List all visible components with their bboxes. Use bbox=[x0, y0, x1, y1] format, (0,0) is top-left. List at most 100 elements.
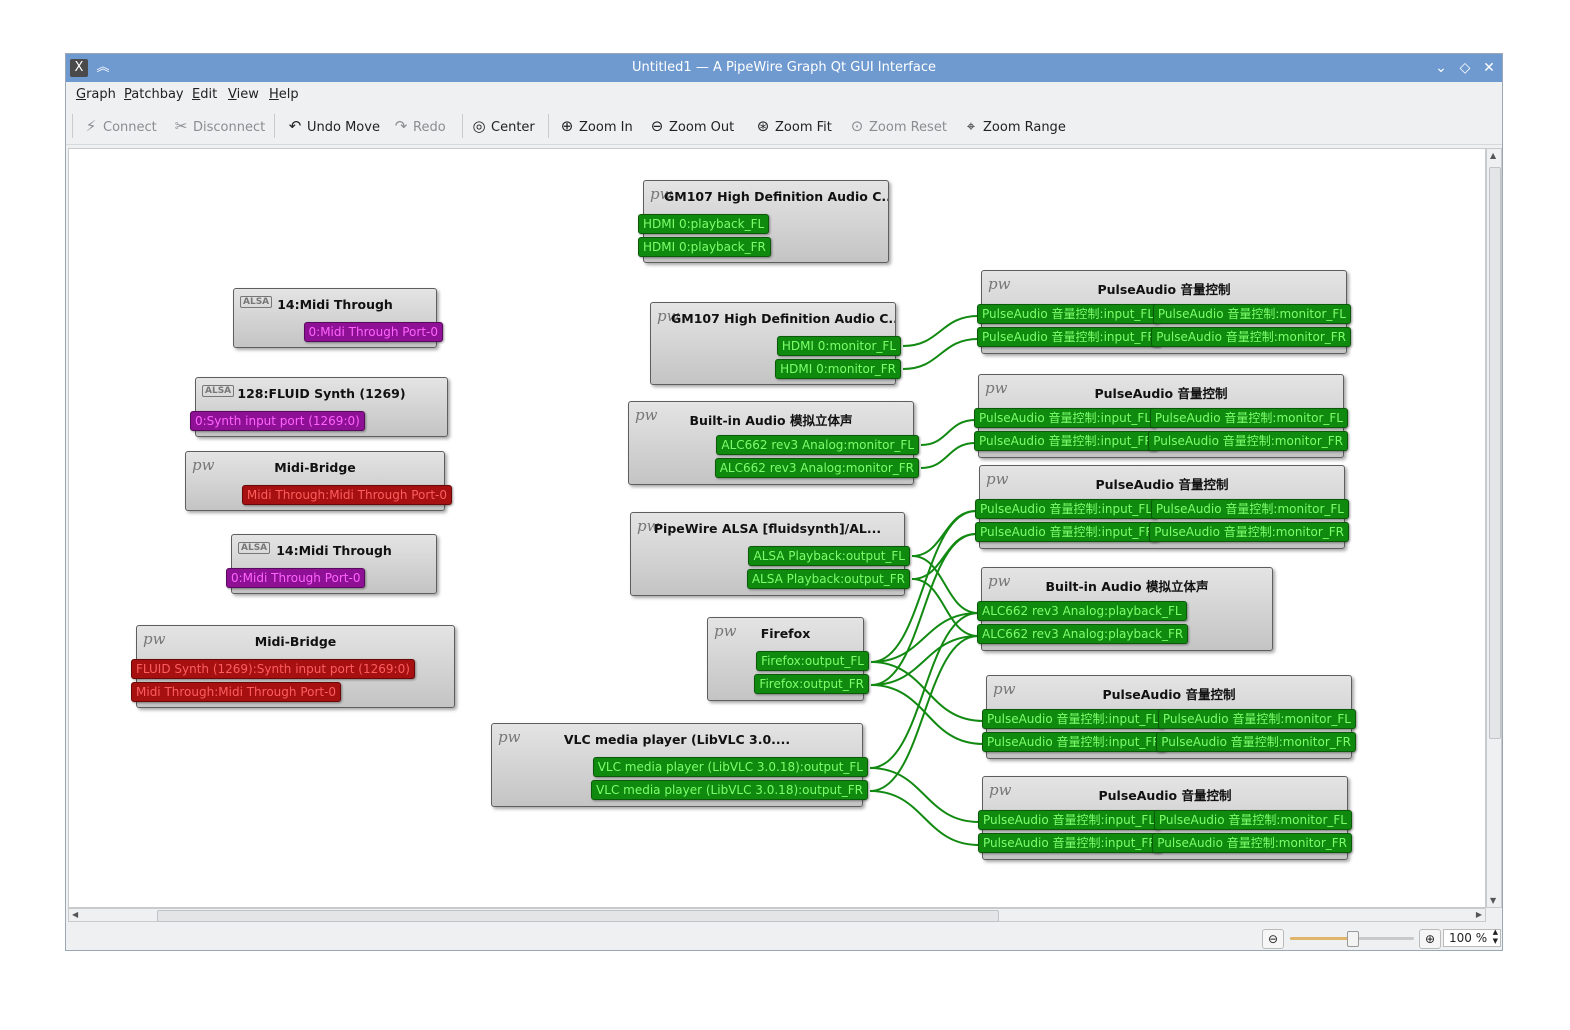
input-port[interactable]: PulseAudio 音量控制:input_FL bbox=[978, 810, 1161, 830]
spin-arrows-icon[interactable]: ▲▼ bbox=[1492, 928, 1498, 945]
output-port[interactable]: PulseAudio 音量控制:monitor_FR bbox=[1151, 327, 1351, 347]
input-port[interactable]: 0:Synth input port (1269:0) bbox=[190, 411, 365, 431]
connection-wire[interactable] bbox=[870, 635, 979, 686]
title-bar[interactable]: X ︽ Untitled1 — A PipeWire Graph Qt GUI … bbox=[66, 54, 1502, 82]
disconnect-button[interactable]: ✂Disconnect bbox=[172, 117, 266, 135]
minimize-icon[interactable]: ⌄ bbox=[1435, 60, 1447, 76]
node-midi-bridge-2[interactable]: pw Midi-Bridge FLUID Synth (1269):Synth … bbox=[131, 625, 455, 708]
node-midi-through-2[interactable]: ALSA 14:Midi Through 0:Midi Through Port… bbox=[226, 534, 437, 594]
output-port[interactable]: Firefox:output_FL bbox=[756, 651, 869, 671]
connection-wire[interactable] bbox=[869, 767, 980, 823]
output-port[interactable]: PulseAudio 音量控制:monitor_FL bbox=[1153, 810, 1352, 830]
node-midi-bridge-1[interactable]: pw Midi-Bridge Midi Through:Midi Through… bbox=[185, 451, 452, 511]
zoom-in-button[interactable]: ⊕Zoom In bbox=[558, 117, 633, 135]
connection-wire[interactable] bbox=[870, 684, 984, 745]
vertical-scrollbar[interactable]: ▲ ▼ bbox=[1486, 148, 1502, 908]
input-port[interactable]: HDMI 0:playback_FL bbox=[638, 214, 770, 234]
input-port[interactable]: ALC662 rev3 Analog:playback_FR bbox=[977, 624, 1189, 644]
node-midi-through-1[interactable]: ALSA 14:Midi Through 0:Midi Through Port… bbox=[233, 288, 443, 348]
output-port[interactable]: PulseAudio 音量控制:monitor_FL bbox=[1157, 709, 1356, 729]
input-port[interactable]: PulseAudio 音量控制:input_FR bbox=[978, 833, 1162, 853]
node-pulseaudio-2[interactable]: pw PulseAudio 音量控制 PulseAudio 音量控制:input… bbox=[974, 374, 1348, 458]
vertical-scroll-thumb[interactable] bbox=[1489, 167, 1501, 739]
connection-wire[interactable] bbox=[870, 510, 977, 663]
input-port[interactable]: PulseAudio 音量控制:input_FR bbox=[977, 327, 1161, 347]
node-pulseaudio-1[interactable]: pw PulseAudio 音量控制 PulseAudio 音量控制:input… bbox=[977, 270, 1351, 354]
input-port[interactable]: HDMI 0:playback_FR bbox=[638, 237, 771, 257]
output-port[interactable]: PulseAudio 音量控制:monitor_FR bbox=[1149, 522, 1349, 542]
input-port[interactable]: Midi Through:Midi Through Port-0 bbox=[131, 682, 342, 702]
output-port[interactable]: ALC662 rev3 Analog:monitor_FL bbox=[716, 435, 919, 455]
scroll-up-icon[interactable]: ▲ bbox=[1490, 151, 1497, 160]
connection-wire[interactable] bbox=[902, 315, 979, 347]
undo-move-button[interactable]: ↶Undo Move bbox=[286, 117, 380, 135]
output-port[interactable]: Midi Through:Midi Through Port-0 bbox=[241, 485, 452, 505]
connection-wire[interactable] bbox=[911, 510, 977, 557]
node-vlc[interactable]: pw VLC media player (LibVLC 3.0.... VLC … bbox=[491, 723, 868, 807]
connection-wire[interactable] bbox=[920, 442, 976, 469]
close-icon[interactable]: ✕ bbox=[1483, 60, 1495, 76]
output-port[interactable]: Firefox:output_FR bbox=[754, 674, 869, 694]
node-builtin-monitor[interactable]: pw Built-in Audio 模拟立体声 ALC662 rev3 Anal… bbox=[628, 401, 919, 485]
input-port[interactable]: PulseAudio 音量控制:input_FL bbox=[977, 304, 1160, 324]
connection-wire[interactable] bbox=[902, 338, 979, 370]
output-port[interactable]: 0:Midi Through Port-0 bbox=[303, 322, 443, 342]
connection-wire[interactable] bbox=[920, 419, 976, 446]
redo-button[interactable]: ↷Redo bbox=[392, 117, 446, 135]
node-gm107-output[interactable]: pw GM107 High Definition Audio C... HDMI… bbox=[638, 180, 889, 263]
connect-button[interactable]: ⚡Connect bbox=[82, 117, 157, 135]
zoom-out-button[interactable]: ⊖Zoom Out bbox=[648, 117, 734, 135]
node-pulseaudio-3[interactable]: pw PulseAudio 音量控制 PulseAudio 音量控制:input… bbox=[975, 465, 1349, 549]
connection-wire[interactable] bbox=[870, 612, 979, 663]
input-port[interactable]: PulseAudio 音量控制:input_FL bbox=[982, 709, 1165, 729]
node-pipewire-alsa[interactable]: pw PipeWire ALSA [fluidsynth]/AL... ALSA… bbox=[630, 512, 910, 596]
zoom-reset-button[interactable]: ⊙Zoom Reset bbox=[848, 117, 947, 135]
output-port[interactable]: VLC media player (LibVLC 3.0.18):output_… bbox=[592, 757, 868, 777]
menu-edit[interactable]: Edit bbox=[192, 87, 218, 102]
zoom-value[interactable]: 100 % bbox=[1449, 931, 1488, 945]
input-port[interactable]: PulseAudio 音量控制:input_FR bbox=[982, 732, 1166, 752]
zoom-range-button[interactable]: ⌖Zoom Range bbox=[962, 117, 1066, 135]
connection-wire[interactable] bbox=[870, 533, 977, 686]
output-port[interactable]: ALC662 rev3 Analog:monitor_FR bbox=[714, 458, 919, 478]
node-fluid-synth[interactable]: ALSA 128:FLUID Synth (1269) 0:Synth inpu… bbox=[190, 377, 448, 437]
maximize-icon[interactable]: ◇ bbox=[1459, 60, 1471, 76]
output-port[interactable]: VLC media player (LibVLC 3.0.18):output_… bbox=[591, 780, 868, 800]
output-port[interactable]: PulseAudio 音量控制:monitor_FR bbox=[1152, 833, 1352, 853]
node-gm107-monitor[interactable]: pw GM107 High Definition Audio C... HDMI… bbox=[650, 302, 901, 385]
zoom-slider[interactable] bbox=[1290, 931, 1414, 947]
zoom-out-icon[interactable]: ⊖ bbox=[1262, 929, 1284, 949]
output-port[interactable]: PulseAudio 音量控制:monitor_FL bbox=[1152, 304, 1351, 324]
input-port[interactable]: 0:Midi Through Port-0 bbox=[226, 568, 366, 588]
horizontal-scroll-thumb[interactable] bbox=[157, 910, 999, 922]
input-port[interactable]: FLUID Synth (1269):Synth input port (126… bbox=[131, 659, 415, 679]
node-builtin-playback[interactable]: pw Built-in Audio 模拟立体声 ALC662 rev3 Anal… bbox=[977, 567, 1273, 651]
output-port[interactable]: HDMI 0:monitor_FL bbox=[776, 336, 901, 356]
output-port[interactable]: PulseAudio 音量控制:monitor_FR bbox=[1156, 732, 1356, 752]
output-port[interactable]: PulseAudio 音量控制:monitor_FL bbox=[1149, 408, 1348, 428]
connection-wire[interactable] bbox=[869, 790, 980, 846]
output-port[interactable]: ALSA Playback:output_FR bbox=[746, 569, 910, 589]
zoom-slider-handle[interactable] bbox=[1347, 931, 1359, 947]
keep-above-icon[interactable]: ︽ bbox=[96, 60, 110, 75]
connection-wire[interactable] bbox=[911, 578, 979, 637]
app-icon[interactable]: X bbox=[70, 59, 88, 77]
input-port[interactable]: PulseAudio 音量控制:input_FR bbox=[974, 431, 1158, 451]
output-port[interactable]: PulseAudio 音量控制:monitor_FL bbox=[1150, 499, 1349, 519]
scroll-down-icon[interactable]: ▼ bbox=[1490, 896, 1497, 905]
zoom-fit-button[interactable]: ⊛Zoom Fit bbox=[754, 117, 832, 135]
zoom-spinbox[interactable]: 100 % ▲▼ bbox=[1443, 928, 1501, 947]
node-firefox[interactable]: pw Firefox Firefox:output_FL Firefox:out… bbox=[707, 617, 869, 701]
connection-wire[interactable] bbox=[869, 635, 979, 792]
connection-wire[interactable] bbox=[911, 533, 977, 580]
connection-wire[interactable] bbox=[911, 555, 979, 614]
graph-canvas[interactable]: pw GM107 High Definition Audio C... HDMI… bbox=[68, 148, 1486, 908]
menu-patchbay[interactable]: Patchbay bbox=[124, 87, 184, 102]
menu-graph[interactable]: Graph bbox=[76, 87, 116, 102]
output-port[interactable]: HDMI 0:monitor_FR bbox=[775, 359, 901, 379]
scroll-left-icon[interactable]: ◀ bbox=[72, 910, 79, 919]
connection-wire[interactable] bbox=[869, 612, 979, 769]
menu-view[interactable]: View bbox=[228, 87, 259, 102]
menu-help[interactable]: Help bbox=[269, 87, 299, 102]
horizontal-scrollbar[interactable]: ◀ ▶ bbox=[68, 908, 1486, 922]
